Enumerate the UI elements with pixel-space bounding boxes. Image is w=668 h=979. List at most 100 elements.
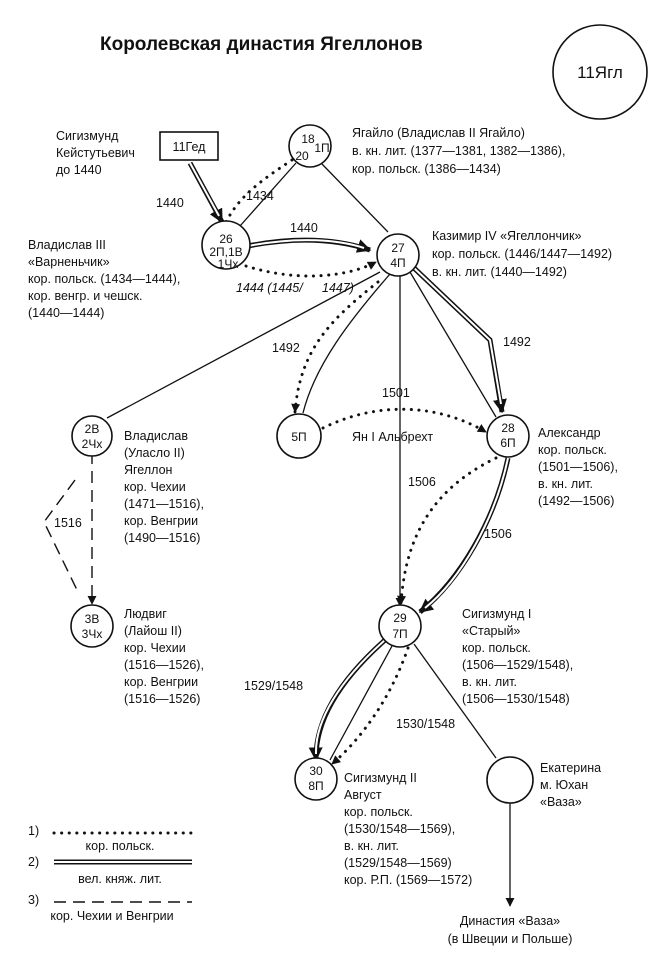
node-gediminas: 11Гед [159, 131, 219, 161]
svg-text:Владислав: Владислав [124, 429, 188, 443]
svg-text:5П: 5П [291, 430, 306, 444]
svg-text:2Чх: 2Чх [82, 437, 103, 451]
svg-text:«Старый»: «Старый» [462, 624, 520, 638]
node-wladyslaw-ulaslo: 2В 2Чх [71, 415, 113, 457]
svg-text:1492: 1492 [503, 335, 531, 349]
svg-text:м. Юхан: м. Юхан [540, 778, 588, 792]
edge-year-labels: 1440 1434 1440 1444 (1445/ 1447) 1492 14… [54, 189, 531, 731]
svg-text:кор. Чехии: кор. Чехии [124, 480, 186, 494]
svg-text:Александр: Александр [538, 426, 601, 440]
legend: 1) кор. польск. 2) вел. княж. лит. 3) ко… [28, 824, 194, 923]
svg-text:30: 30 [309, 764, 323, 778]
svg-text:Людвиг: Людвиг [124, 607, 167, 621]
svg-text:3): 3) [28, 893, 39, 907]
label-wladyslaw-ulaslo: Владислав (Уласло II) Ягеллон кор. Чехии… [124, 429, 204, 545]
svg-text:в. кн. лит. (1377—1381, 1382—1: в. кн. лит. (1377—1381, 1382—1386), [352, 144, 565, 158]
svg-text:кор. Венгрии: кор. Венгрии [124, 675, 198, 689]
page-title: Королевская династия Ягеллонов [100, 34, 423, 55]
connection-lines [43, 158, 515, 907]
svg-text:18: 18 [301, 132, 315, 146]
svg-text:кор. Венгрии: кор. Венгрии [124, 514, 198, 528]
svg-text:«Варненьчик»: «Варненьчик» [28, 255, 110, 269]
svg-text:1П: 1П [314, 141, 329, 155]
svg-text:1529/1548: 1529/1548 [244, 679, 303, 693]
svg-text:в. кн. лит.: в. кн. лит. [462, 675, 517, 689]
label-zygmunt2: Сигизмунд II Август кор. польск. (1530/1… [344, 771, 472, 887]
label-jagiello: Ягайло (Владислав II Ягайло) в. кн. лит.… [352, 126, 565, 176]
label-kazimierz4: Казимир IV «Ягеллончик» кор. польск. (14… [432, 229, 612, 279]
svg-text:1444 (1445/: 1444 (1445/ [236, 281, 304, 295]
svg-text:1440: 1440 [290, 221, 318, 235]
svg-text:1501: 1501 [382, 386, 410, 400]
svg-text:кор. польск. (1434—1444),: кор. польск. (1434—1444), [28, 272, 180, 286]
svg-text:Сигизмунд I: Сигизмунд I [462, 607, 531, 621]
svg-text:Кейстутьевич: Кейстутьевич [56, 146, 135, 160]
svg-text:8П: 8П [308, 779, 323, 793]
svg-text:(1506—1529/1548),: (1506—1529/1548), [462, 658, 573, 672]
svg-text:(Уласло II): (Уласло II) [124, 446, 185, 460]
svg-text:Ягеллон: Ягеллон [124, 463, 173, 477]
svg-text:26: 26 [219, 232, 233, 246]
label-aleksander: Александр кор. польск. (1501—1506), в. к… [538, 426, 618, 508]
node-ekaterina [486, 756, 534, 804]
svg-text:(1506—1530/1548): (1506—1530/1548) [462, 692, 570, 706]
svg-text:(1501—1506),: (1501—1506), [538, 460, 618, 474]
svg-text:(1490—1516): (1490—1516) [124, 531, 200, 545]
svg-text:6П: 6П [500, 436, 515, 450]
svg-text:Ягайло (Владислав II Ягайло): Ягайло (Владислав II Ягайло) [352, 126, 525, 140]
svg-text:в. кн. лит.: в. кн. лит. [538, 477, 593, 491]
svg-text:Сигизмунд: Сигизмунд [56, 129, 119, 143]
node-wladyslaw3: 26 2П,1В 1Чх [201, 220, 251, 271]
label-ekaterina: Екатерина м. Юхан «Ваза» [540, 761, 601, 809]
svg-text:в. кн. лит. (1440—1492): в. кн. лит. (1440—1492) [432, 265, 567, 279]
node-jagiello: 18 20 1П [288, 124, 332, 168]
svg-text:29: 29 [393, 611, 407, 625]
legend-item-polish-crown: 1) кор. польск. [28, 824, 194, 853]
svg-text:20: 20 [295, 149, 309, 163]
svg-text:2П,1В: 2П,1В [209, 245, 242, 259]
svg-text:Екатерина: Екатерина [540, 761, 601, 775]
svg-text:Династия «Ваза»: Династия «Ваза» [460, 914, 560, 928]
svg-text:(1471—1516),: (1471—1516), [124, 497, 204, 511]
svg-text:вел. княж. лит.: вел. княж. лит. [78, 872, 162, 886]
label-wladyslaw3: Владислав III «Варненьчик» кор. польск. … [28, 238, 180, 320]
svg-text:1434: 1434 [246, 189, 274, 203]
svg-text:11Ягл: 11Ягл [577, 63, 623, 82]
svg-text:Август: Август [344, 788, 382, 802]
node-aleksander: 28 6П [486, 414, 530, 458]
corner-code: 11Ягл [552, 24, 648, 120]
svg-text:3Чх: 3Чх [82, 627, 103, 641]
label-zygmunt1: Сигизмунд I «Старый» кор. польск. (1506—… [462, 607, 573, 706]
svg-text:(1516—1526),: (1516—1526), [124, 658, 204, 672]
svg-text:1Чх: 1Чх [218, 257, 239, 271]
label-ludwig: Людвиг (Лайош II) кор. Чехии (1516—1526)… [124, 607, 204, 706]
svg-text:(Лайош II): (Лайош II) [124, 624, 182, 638]
svg-text:кор. венгр. и чешск.: кор. венгр. и чешск. [28, 289, 142, 303]
svg-text:Сигизмунд II: Сигизмунд II [344, 771, 417, 785]
legend-item-bohemia-hungary: 3) кор. Чехии и Венгрии [28, 893, 192, 923]
svg-text:(в Швеции и Польше): (в Швеции и Польше) [448, 932, 573, 946]
svg-text:(1516—1526): (1516—1526) [124, 692, 200, 706]
svg-text:1447): 1447) [322, 281, 354, 295]
svg-text:1): 1) [28, 824, 39, 838]
svg-text:«Ваза»: «Ваза» [540, 795, 582, 809]
svg-text:Владислав III: Владислав III [28, 238, 106, 252]
svg-text:2В: 2В [85, 422, 100, 436]
label-jan-olbracht: Ян I Альбрехт [352, 430, 433, 444]
node-jan-olbracht: 5П [276, 413, 322, 459]
svg-text:в. кн. лит.: в. кн. лит. [344, 839, 399, 853]
svg-text:1530/1548: 1530/1548 [396, 717, 455, 731]
svg-text:11Гед: 11Гед [173, 140, 207, 154]
svg-text:1516: 1516 [54, 516, 82, 530]
node-zygmunt2: 30 8П [294, 757, 338, 801]
svg-text:кор. польск. (1446/1447—1492): кор. польск. (1446/1447—1492) [432, 247, 612, 261]
svg-text:(1530/1548—1569),: (1530/1548—1569), [344, 822, 455, 836]
svg-text:2): 2) [28, 855, 39, 869]
node-ludwig: 3В 3Чх [70, 604, 114, 648]
svg-text:1440: 1440 [156, 196, 184, 210]
svg-text:кор. Чехии и Венгрии: кор. Чехии и Венгрии [50, 909, 173, 923]
svg-text:4П: 4П [390, 256, 405, 270]
svg-text:кор. Чехии: кор. Чехии [124, 641, 186, 655]
svg-text:28: 28 [501, 421, 515, 435]
